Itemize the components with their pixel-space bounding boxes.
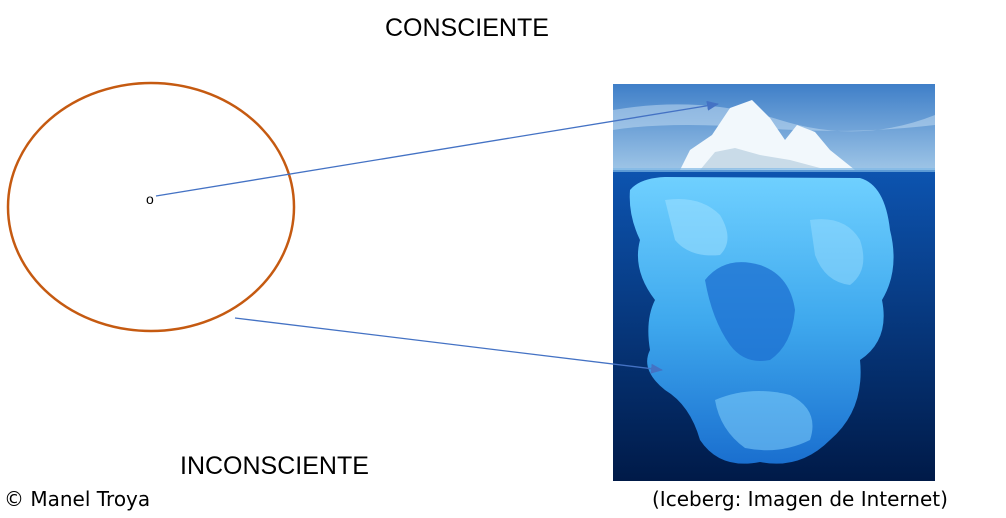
author-credit: © Manel Troya — [4, 487, 151, 511]
conscious-label: CONSCIENTE — [385, 14, 549, 42]
iceberg-image — [613, 84, 935, 481]
mind-ellipse — [6, 81, 296, 333]
conscious-arrow — [155, 100, 719, 197]
unconscious-label: INCONSCIENTE — [180, 452, 369, 480]
unconscious-arrow — [234, 317, 663, 374]
image-credit: (Iceberg: Imagen de Internet) — [652, 487, 948, 511]
center-mark: o — [146, 191, 154, 207]
